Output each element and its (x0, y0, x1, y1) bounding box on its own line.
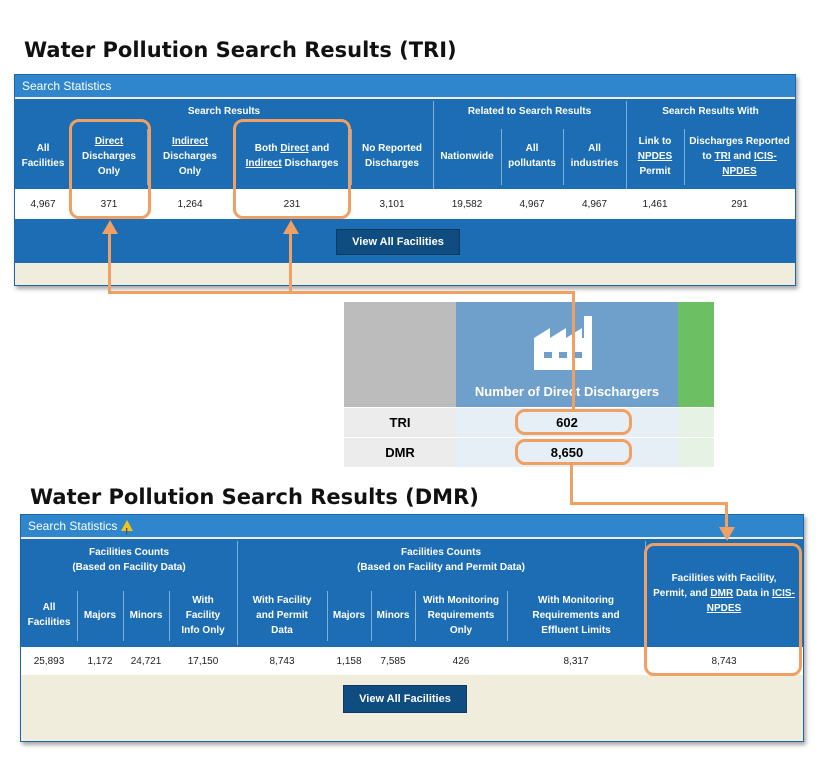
tri-col-reported-icis[interactable]: Discharges Reported to TRI and ICIS- NPD… (689, 135, 790, 177)
connector-line (570, 465, 573, 504)
dmr-table-header: Facilities Counts(Based on Facility Data… (21, 539, 803, 647)
dmr-heading: Water Pollution Search Results (DMR) (30, 485, 479, 509)
tri-col-both-discharges[interactable]: Both Direct and Indirect Discharges (245, 143, 339, 169)
connector-line (572, 291, 575, 409)
dmr-value-facility-permit: 8,743 (269, 655, 295, 667)
dmr-data-row: 25,893 1,172 24,721 17,150 8,743 1,158 7… (21, 647, 803, 675)
dmr-value-minors: 24,721 (130, 655, 162, 667)
tri-search-statistics-panel: Search Statistics Search Results Related… (14, 74, 796, 286)
highlight-icis-npdes (644, 543, 802, 676)
dmr-value-facility-info: 17,150 (187, 655, 219, 667)
factory-icon (534, 316, 600, 375)
dashboard-direct-dischargers-header: Number of Direct Dischargers (456, 302, 678, 407)
tri-group-search-results: Search Results (187, 105, 261, 117)
dmr-value-majors: 1,172 (87, 655, 113, 667)
dmr-value-icis-npdes: 8,743 (711, 655, 737, 667)
dmr-col-minors: Minors (129, 609, 163, 621)
warning-icon (121, 520, 134, 543)
tri-value-pollutants: 4,967 (519, 198, 545, 210)
connector-line (725, 502, 728, 530)
arrow-up-icon (102, 220, 118, 234)
dmr-group-facility: Facilities Counts(Based on Facility Data… (72, 547, 186, 573)
dmr-value-majors-2: 1,158 (336, 655, 362, 667)
dmr-value-monitoring-effluent: 8,317 (563, 655, 589, 667)
dashboard-row-dmr-label: DMR (344, 438, 456, 467)
connector-line (289, 230, 292, 293)
tri-view-all-facilities-button[interactable]: View All Facilities (336, 229, 460, 255)
dmr-col-majors: Majors (83, 609, 117, 621)
dashboard-excerpt: Number of Direct Dischargers TRI 602 DMR… (344, 302, 714, 467)
highlight-direct-only (69, 119, 151, 219)
tri-value-all: 4,967 (30, 198, 56, 210)
dmr-panel-title: Search Statistics (21, 515, 803, 543)
tri-value-link-npdes: 1,461 (642, 198, 668, 210)
dashboard-column-label: Number of Direct Dischargers (474, 384, 660, 399)
dmr-value-monitoring-only: 426 (452, 655, 470, 667)
tri-panel-title: Search Statistics (15, 75, 795, 97)
connector-line (108, 291, 575, 294)
arrow-down-icon (719, 527, 735, 541)
dmr-view-all-facilities-button[interactable]: View All Facilities (343, 685, 467, 713)
tri-value-indirect: 1,264 (177, 198, 203, 210)
tri-group-with: Search Results With (662, 105, 759, 117)
dmr-group-facility-permit: Facilities Counts(Based on Facility and … (357, 547, 525, 573)
tri-value-industries: 4,967 (581, 198, 608, 210)
dmr-col-icis-npdes[interactable]: Facilities with Facility, Permit, and DM… (653, 572, 795, 614)
tri-value-direct: 371 (100, 198, 118, 210)
tri-col-nationwide: Nationwide (440, 150, 494, 162)
tri-group-related: Related to Search Results (467, 105, 592, 117)
dmr-col-majors-2: Majors (332, 609, 366, 621)
arrow-up-icon (283, 220, 299, 234)
tri-value-reported: 291 (731, 198, 748, 210)
highlight-tri-value (515, 409, 632, 435)
tri-value-nationwide: 19,582 (451, 198, 483, 210)
tri-value-no-reported: 3,101 (379, 198, 405, 210)
dmr-search-statistics-panel: Search Statistics Facilities Counts(Base… (20, 514, 804, 742)
dmr-col-minors-2: Minors (376, 609, 410, 621)
connector-line (108, 230, 111, 293)
dmr-value-minors-2: 7,585 (380, 655, 406, 667)
connector-line (570, 502, 728, 505)
tri-value-both: 231 (283, 198, 301, 210)
dashboard-row-tri-label: TRI (344, 408, 456, 437)
dmr-value-all: 25,893 (33, 655, 65, 667)
highlight-dmr-value (515, 439, 632, 465)
highlight-both-discharges (233, 119, 351, 219)
tri-heading: Water Pollution Search Results (TRI) (24, 38, 457, 62)
